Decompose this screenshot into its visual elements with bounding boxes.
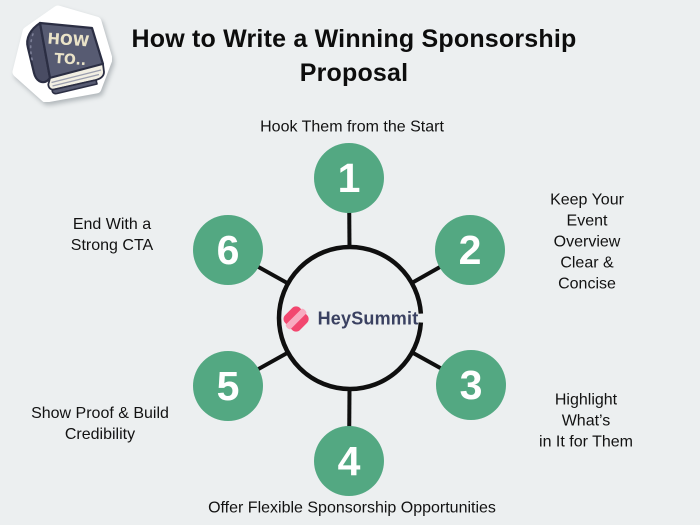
page-title: How to Write a Winning Sponsorship Propo… bbox=[0, 22, 700, 90]
page-title-line1: How to Write a Winning Sponsorship bbox=[131, 25, 577, 53]
step-circle-1: 1 bbox=[314, 143, 384, 213]
book-title-how: HOW bbox=[47, 30, 90, 51]
book-spine bbox=[26, 21, 52, 84]
step-circle-2: 2 bbox=[435, 215, 505, 285]
page-line bbox=[52, 73, 100, 87]
step-label-2: Keep Your Event Overview Clear & Concise bbox=[550, 191, 624, 293]
step-circle-3: 3 bbox=[436, 350, 506, 420]
book-title-to: TO.. bbox=[54, 51, 87, 69]
heysummit-logo-icon bbox=[283, 306, 309, 332]
book-back-cover-edge bbox=[51, 79, 98, 95]
step-circle-6: 6 bbox=[193, 215, 263, 285]
center-brand: HeySummit bbox=[282, 305, 419, 334]
brand-name: HeySummit bbox=[317, 308, 419, 329]
step-circle-5: 5 bbox=[193, 351, 263, 421]
spine-stitches bbox=[29, 33, 34, 62]
step-circle-4: 4 bbox=[314, 426, 384, 496]
step-number-5: 5 bbox=[216, 362, 240, 409]
step-number-6: 6 bbox=[216, 226, 240, 273]
page-title-line2: Proposal bbox=[299, 59, 409, 87]
step-number-4: 4 bbox=[337, 437, 361, 484]
page-line bbox=[51, 69, 102, 84]
step-label-6: End With a Strong CTA bbox=[70, 216, 154, 254]
step-number-2: 2 bbox=[458, 226, 482, 273]
how-to-book-icon: HOW TO.. bbox=[12, 5, 112, 102]
step-label-5: Show Proof & Build Credibility bbox=[31, 405, 169, 443]
hub-ring bbox=[276, 244, 424, 392]
step-label-3: Highlight What’s in It for Them bbox=[539, 391, 633, 451]
step-number-1: 1 bbox=[337, 154, 361, 201]
step-label-4: Offer Flexible Sponsorship Opportunities bbox=[208, 499, 496, 517]
step-number-3: 3 bbox=[459, 361, 483, 408]
step-label-1: Hook Them from the Start bbox=[260, 118, 444, 136]
